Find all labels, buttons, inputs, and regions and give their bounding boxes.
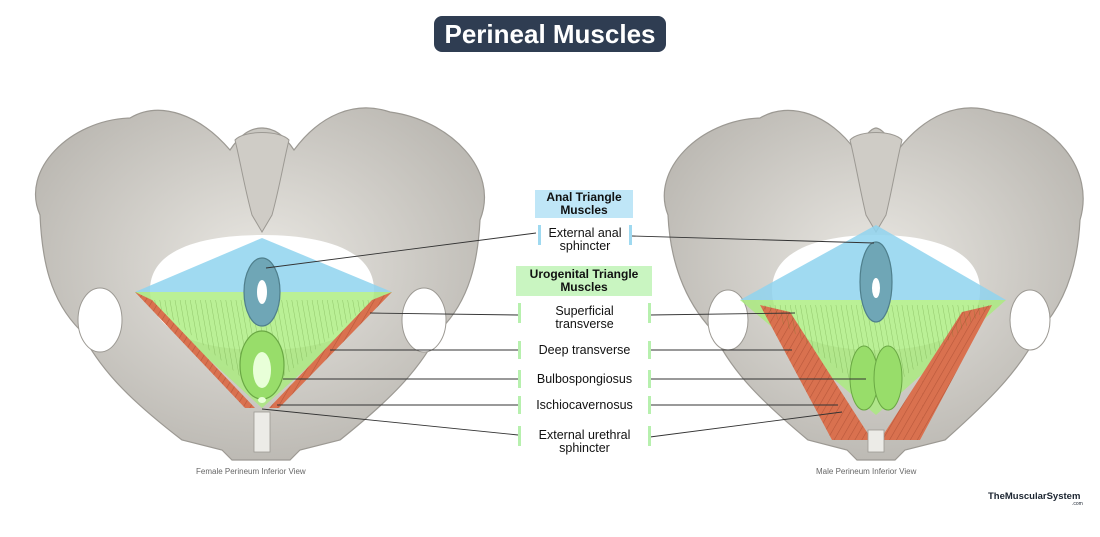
male-bulbospongiosus-right <box>873 345 903 411</box>
male-pelvis <box>663 107 1084 461</box>
brand-logo: TheMuscularSystem <box>988 491 1081 502</box>
caption-male: Male Perineum Inferior View <box>816 467 917 476</box>
leader-superficial-female <box>369 312 519 316</box>
female-pubic-symphysis <box>253 411 271 453</box>
bar-external-anal-right <box>629 225 632 245</box>
male-ischiocavernosus-right-fibers <box>880 305 992 440</box>
label-external-anal-sphincter: External anal sphincter <box>541 227 629 253</box>
female-obturator-right <box>401 287 447 353</box>
urogenital-triangle-heading: Urogenital Triangle Muscles <box>516 266 652 296</box>
bar-urethral-right <box>648 426 651 446</box>
female-anal-opening <box>257 280 267 304</box>
bar-bulbo-right <box>648 370 651 388</box>
male-deep-transverse <box>760 305 992 400</box>
bar-ischio-right <box>648 396 651 414</box>
brand-logo-suffix: .com <box>1072 501 1083 507</box>
leader-urethral-male <box>649 411 843 438</box>
bar-bulbo-left <box>518 370 521 388</box>
bar-deep-right <box>648 341 651 359</box>
label-superficial-line1: Superficial <box>555 304 614 318</box>
label-urethral-line1: External urethral <box>538 428 631 442</box>
female-vaginal-opening <box>253 352 271 388</box>
label-superficial-transverse: Superficial transverse <box>521 305 648 331</box>
anal-triangle-heading: Anal Triangle Muscles <box>535 190 633 218</box>
leader-external-anal-male <box>631 235 875 244</box>
bar-deep-left <box>518 341 521 359</box>
bar-superficial-right <box>648 303 651 323</box>
male-ischiocavernosus-left-fibers <box>760 305 872 440</box>
male-pubic-symphysis <box>867 429 885 453</box>
label-bulbospongiosus: Bulbospongiosus <box>536 372 633 386</box>
bar-superficial-left <box>518 303 521 323</box>
anal-heading-line2: Muscles <box>560 203 608 217</box>
female-pelvis <box>34 107 486 461</box>
leader-external-anal-female <box>265 232 537 269</box>
leader-urethral-female <box>261 408 519 436</box>
female-sacrum <box>234 132 290 233</box>
male-anal-opening <box>872 278 880 298</box>
bar-external-anal-left <box>538 225 541 245</box>
uro-heading-line1: Urogenital Triangle <box>529 267 639 281</box>
bar-ischio-left <box>518 396 521 414</box>
male-obturator-right <box>1009 289 1051 351</box>
bar-urethral-left <box>518 426 521 446</box>
label-external-anal-line2: sphincter <box>559 239 611 253</box>
label-urethral-line2: sphincter <box>559 441 610 455</box>
label-external-anal-line1: External anal <box>548 226 622 240</box>
page-title: Perineal Muscles <box>434 16 666 52</box>
label-deep-transverse: Deep transverse <box>538 343 631 357</box>
label-external-urethral-sphincter: External urethral sphincter <box>521 429 648 455</box>
anal-heading-line1: Anal Triangle <box>546 190 622 204</box>
label-ischiocavernosus: Ischiocavernosus <box>536 398 633 412</box>
male-sacrum <box>849 132 903 233</box>
leader-lines <box>261 232 875 438</box>
uro-heading-line2: Muscles <box>560 280 608 294</box>
caption-female: Female Perineum Inferior View <box>196 467 306 476</box>
female-obturator-left <box>77 287 123 353</box>
leader-superficial-male <box>649 312 796 316</box>
female-ischiocavernosus-left-fibers <box>135 292 255 408</box>
label-superficial-line2: transverse <box>555 317 614 331</box>
female-urethral-opening <box>258 397 266 403</box>
